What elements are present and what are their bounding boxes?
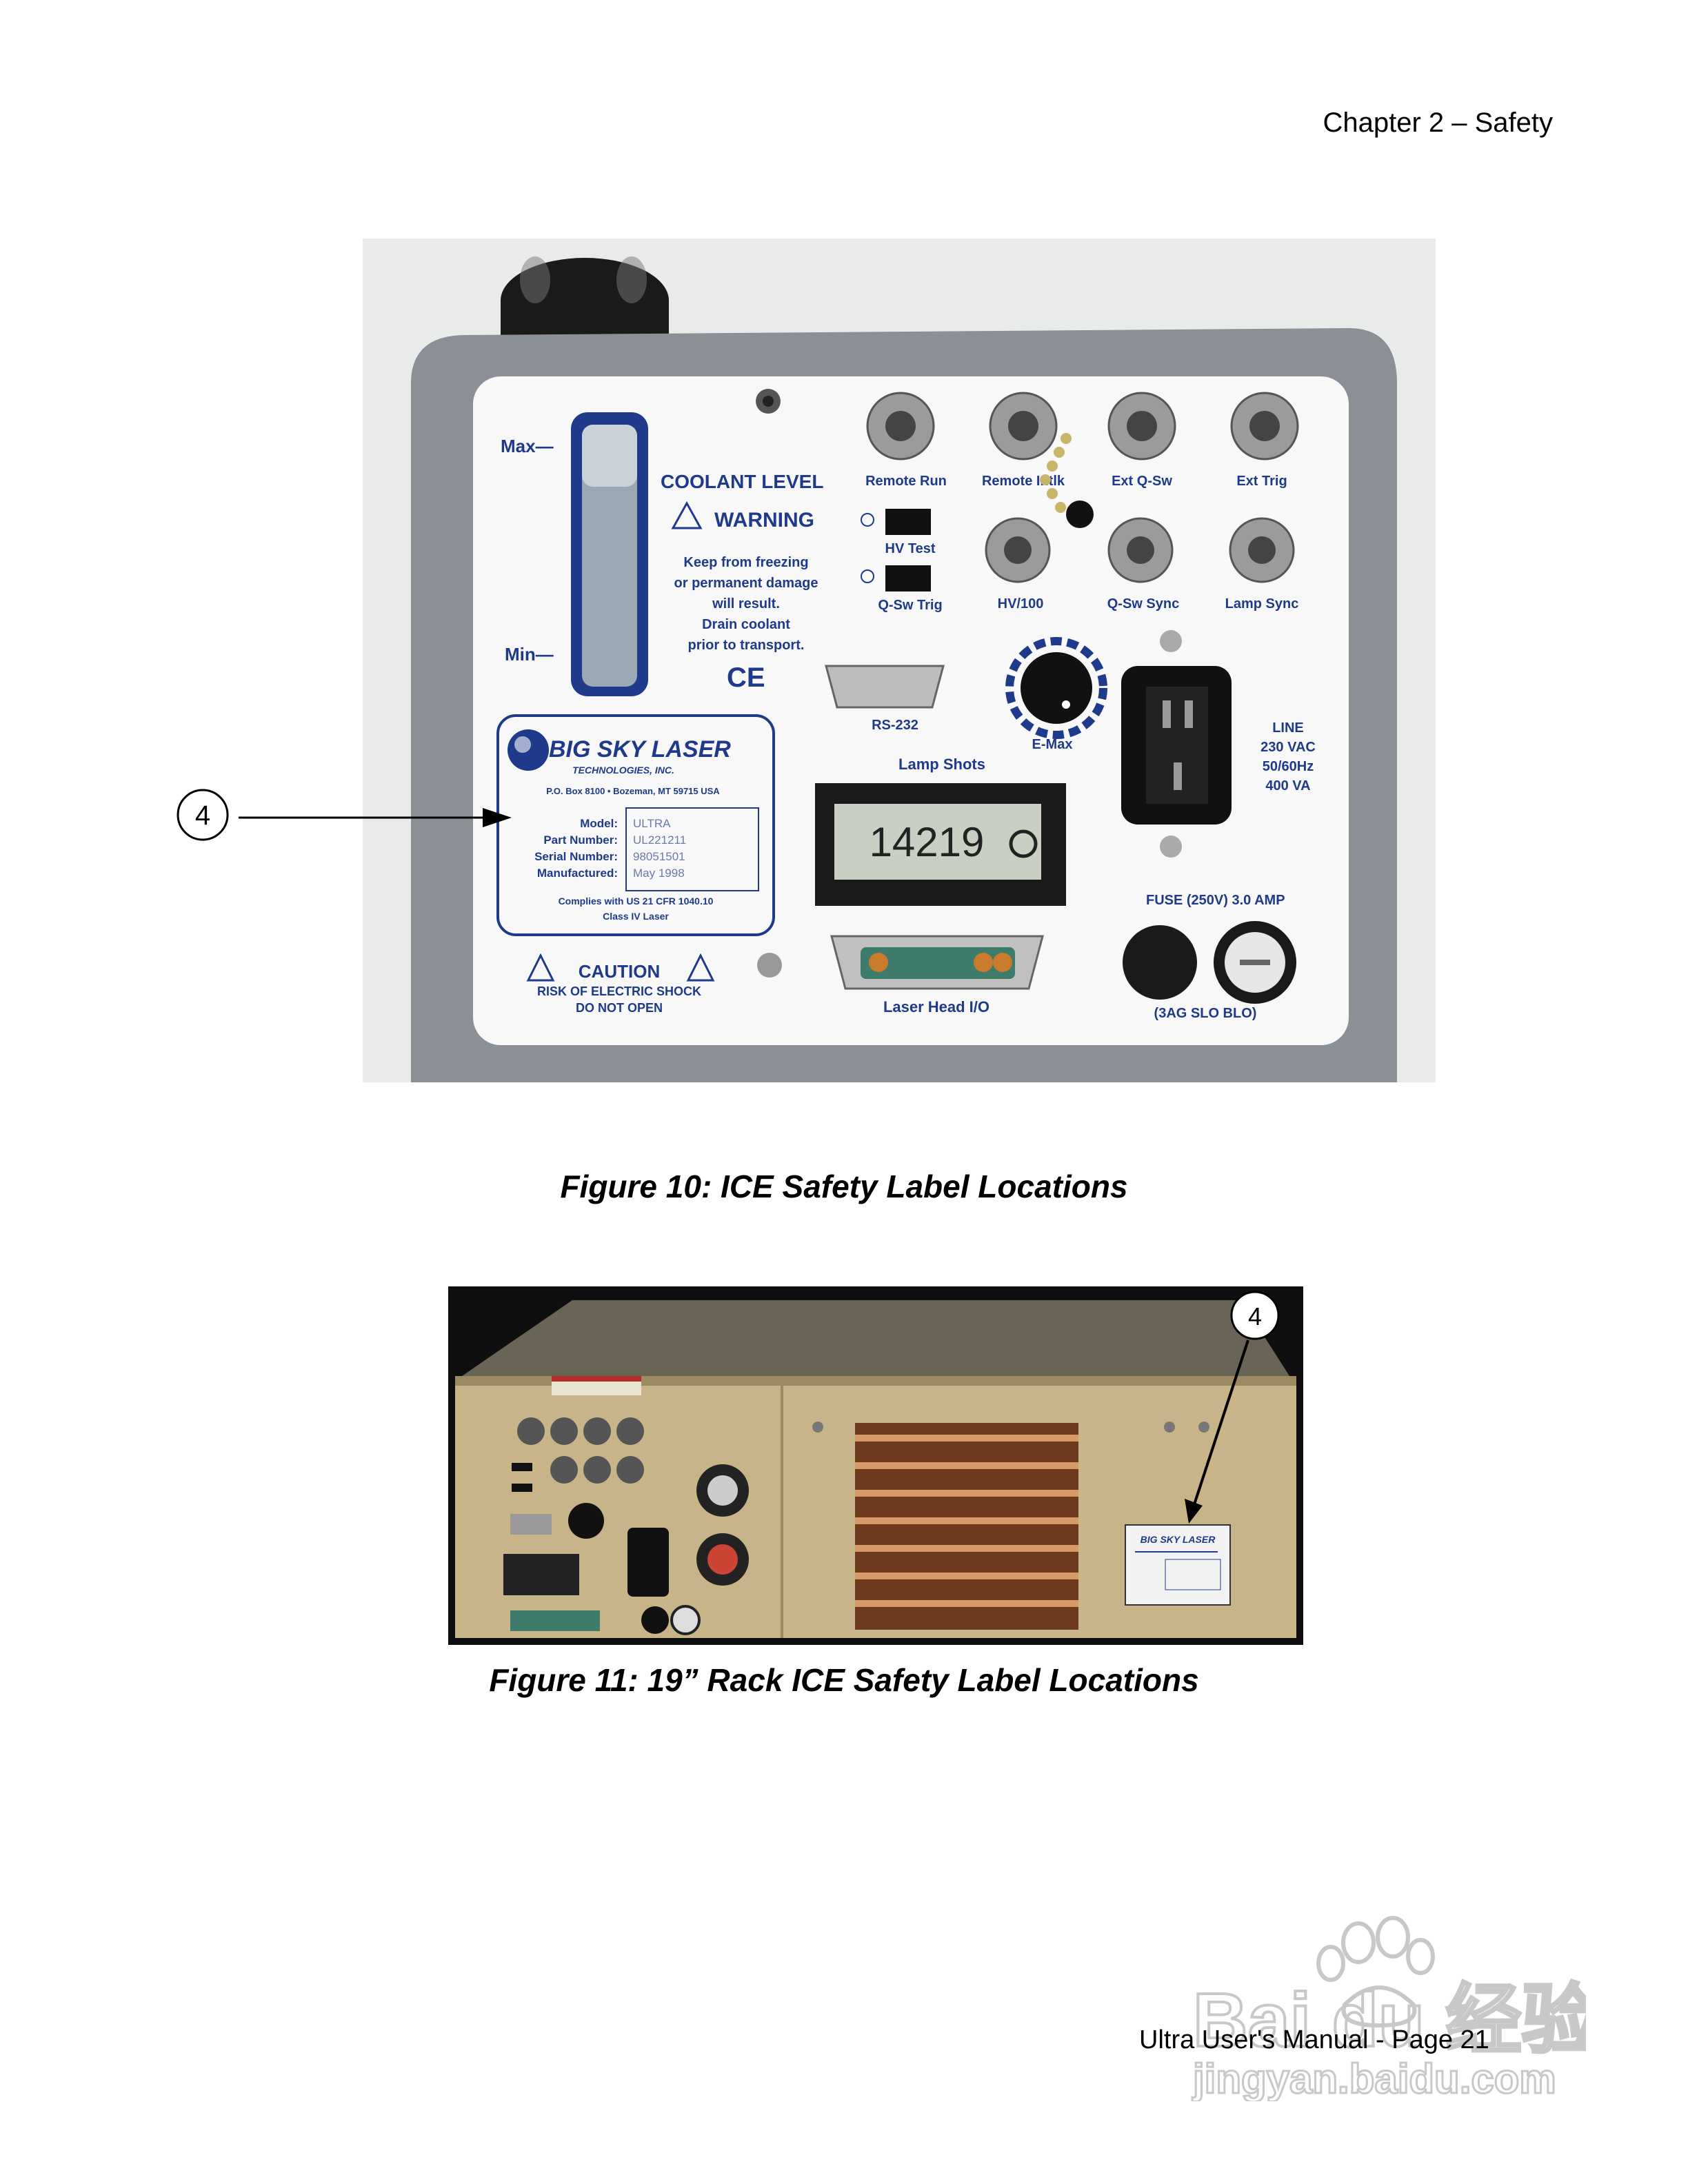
nameplate-part-value: UL221211 [633,833,686,847]
connector-lamp-sync-label: Lamp Sync [1225,596,1299,611]
nameplate-compliance-2: Class IV Laser [603,911,669,922]
emax-knob-icon [1021,652,1092,724]
ice-front-panel-illustration: Max— Min— COOLANT LEVEL WARNING Keep fro… [363,239,1436,1082]
warning-line-2: or permanent damage [674,576,818,591]
nameplate-manufactured-value: May 1998 [633,867,685,880]
warning-triangle-icon [671,501,703,529]
fuse-type-label: (3AG SLO BLO) [1154,1006,1257,1021]
laser-head-io-label: Laser Head I/O [883,998,989,1015]
baidu-watermark: Bai du 经验 jingyan.baidu.com [1186,1908,1599,2103]
emax-label: E-Max [1032,737,1073,752]
switch-qsw-trig-label: Q-Sw Trig [878,598,942,613]
coolant-min-label: Min— [505,644,554,665]
nameplate-address: P.O. Box 8100 • Bozeman, MT 59715 USA [546,786,720,796]
nameplate-manufactured-label: Manufactured: [537,867,618,880]
callout-circle-icon [1230,1291,1280,1340]
warning-title: WARNING [714,509,814,532]
rs232-label: RS-232 [872,718,918,733]
nameplate-serial-label: Serial Number: [534,850,618,863]
connector-ext-qsw-label: Ext Q-Sw [1112,474,1172,489]
connector-hv100-label: HV/100 [998,596,1044,611]
figure-11-caption: Figure 11: 19” Rack ICE Safety Label Loc… [489,1662,1199,1698]
callout-arrow-icon [483,808,512,827]
caution-title: CAUTION [579,961,660,982]
rack-safety-label [1125,1524,1231,1606]
nameplate-part-label: Part Number: [543,833,618,847]
rs232-port-icon [825,665,945,709]
nameplate-label: BIG SKY LASER TECHNOLOGIES, INC. P.O. Bo… [496,714,775,936]
nameplate-brand: BIG SKY LASER [549,736,731,762]
connector-remote-intlk-label: Remote Intlk [982,474,1065,489]
figure-10-callout: 4 [177,789,512,841]
warning-line-3: will result. [712,596,780,611]
page-footer: Ultra User's Manual - Page 21 [1139,2025,1489,2054]
warning-line-4: Drain coolant [702,617,790,632]
connector-ext-trig-label: Ext Trig [1236,474,1287,489]
warning-line-5: prior to transport. [688,638,805,653]
line-spec-2: 230 VAC [1260,740,1316,755]
nameplate-serial-value: 98051501 [633,850,685,863]
lamp-shots-value: 14219 [870,819,985,865]
watermark-brand: Bai du 经验 [1193,1978,1586,2063]
callout-arrow-icon [1185,1499,1203,1524]
rack-label-brand: BIG SKY LASER [1141,1534,1216,1545]
switch-hv-test-label: HV Test [885,541,936,556]
nameplate-sub: TECHNOLOGIES, INC. [572,765,674,776]
line-spec-4: 400 VA [1265,778,1310,793]
caution-line-2: DO NOT OPEN [576,1001,663,1015]
connector-remote-run-label: Remote Run [865,474,947,489]
watermark-url: jingyan.baidu.com [1192,2056,1556,2101]
callout-circle-icon [177,789,229,841]
lamp-shots-label: Lamp Shots [898,756,985,773]
figure-10-photo: Max— Min— COOLANT LEVEL WARNING Keep fro… [363,239,1436,1082]
line-spec-1: LINE [1272,720,1304,736]
nameplate-model-label: Model: [580,817,618,830]
nameplate-compliance-1: Complies with US 21 CFR 1040.10 [559,896,714,907]
ce-mark: CE [727,663,765,693]
fuse-label: FUSE (250V) 3.0 AMP [1146,893,1285,908]
rack-ice-illustration: BIG SKY LASER 4 [448,1286,1303,1645]
nameplate-model-value: ULTRA [633,817,671,830]
coolant-level-title: COOLANT LEVEL [661,471,823,492]
connector-qsw-sync-label: Q-Sw Sync [1107,596,1179,611]
chapter-header: Chapter 2 – Safety [1323,108,1553,138]
figure-10-callout-number: 4 [195,800,210,831]
fuse-cap-icon [1123,925,1197,1000]
coolant-max-label: Max— [501,436,554,456]
figure-11-callout-number: 4 [1248,1302,1262,1331]
figure-11-photo: BIG SKY LASER 4 [448,1286,1303,1645]
warning-line-1: Keep from freezing [683,555,808,570]
figure-10-caption: Figure 10: ICE Safety Label Locations [560,1169,1128,1204]
line-spec-3: 50/60Hz [1263,759,1314,774]
caution-line-1: RISK OF ELECTRIC SHOCK [537,984,701,998]
